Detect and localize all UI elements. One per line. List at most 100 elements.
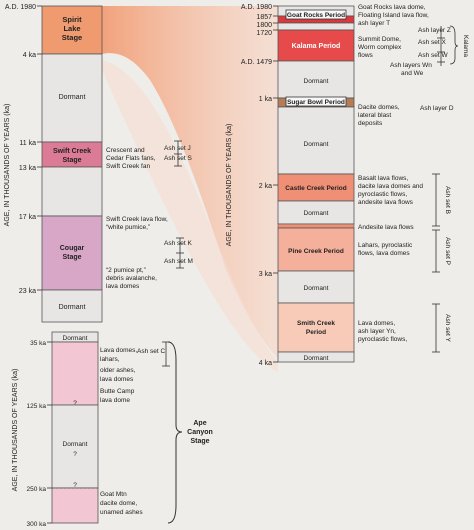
event-text: Lava domes, <box>358 320 395 327</box>
event-text: Lahars, pyroclastic <box>358 242 413 249</box>
question-mark: ? <box>73 482 77 489</box>
period-spirit-lake <box>41 5 103 55</box>
smith-creek-label: Smith Creek <box>297 320 335 327</box>
event-text: dacite lava domes and <box>358 183 423 190</box>
goat-rocks-label-box <box>285 9 347 20</box>
smith-creek-label: Period <box>306 329 326 336</box>
event-text: “white pumice,” <box>106 224 150 231</box>
left-upper-column: Spirit Lake Stage Dormant Swift Creek St… <box>4 4 193 323</box>
tick-label: 13 ka <box>19 165 36 172</box>
dormant-label: Dormant <box>59 94 86 101</box>
dormant-label: Dormant <box>59 304 86 311</box>
ash-marker <box>437 26 445 66</box>
tick-label: 17 ka <box>19 214 36 221</box>
spirit-lake-label-3: Stage <box>62 33 82 42</box>
tick-label: 1720 <box>256 30 272 37</box>
event-text: dacite dome, <box>100 500 137 507</box>
event-text: Worm complex <box>358 44 402 51</box>
axis-title: AGE, IN THOUSANDS OF YEARS (ka) <box>12 369 19 492</box>
event-text: Summit Dome, <box>358 36 401 43</box>
event-text: debris avalanche, <box>106 275 157 282</box>
tick-label: 125 ka <box>26 403 46 410</box>
ash-label: and We <box>401 70 424 77</box>
spirit-lake-label-1: Spirit <box>62 15 82 24</box>
event-text: Swift Creek lava flow, <box>106 216 168 223</box>
dormant-label: Dormant <box>63 441 88 448</box>
ash-label: Ash set W <box>418 52 448 59</box>
period-pink-lower <box>51 487 99 524</box>
tick-label: 4 ka <box>259 360 272 367</box>
ape-canyon-label: Canyon <box>187 429 213 436</box>
period-pine-creek <box>277 227 355 272</box>
ash-label: Ash layers Wn <box>390 62 432 69</box>
event-text: lahars, <box>100 356 120 363</box>
event-text: deposits <box>358 120 383 127</box>
dormant-label: Dormant <box>304 78 329 85</box>
ash-set-y: Ash set Y <box>444 314 451 342</box>
period-goat-gap <box>277 22 355 31</box>
event-text: Dacite domes, <box>358 104 400 111</box>
tick-label: 23 ka <box>19 288 36 295</box>
ape-canyon-label: Ape <box>193 420 206 427</box>
ash-marker <box>432 173 440 353</box>
goat-rocks-label: Goat Rocks Period <box>287 12 345 19</box>
ape-canyon-bracket <box>167 341 183 524</box>
dormant-label: Dormant <box>63 335 88 342</box>
tick-label: 11 ka <box>19 140 36 147</box>
ash-set-b: Ash set B <box>444 186 451 214</box>
tick-label: 3 ka <box>259 271 272 278</box>
event-text: Goat Mtn <box>100 491 127 498</box>
axis-title: AGE, IN THOUSANDS OF YEARS (ka) <box>226 124 233 247</box>
tick-label: 2 ka <box>259 183 272 190</box>
event-text: Basalt lava flows, <box>358 175 408 182</box>
tick-label: 1800 <box>256 22 272 29</box>
tick-label: A.D. 1980 <box>5 4 36 11</box>
period-andesite-band <box>277 223 355 229</box>
swift-creek-label-1: Swift Creek <box>53 148 91 155</box>
period-castle-creek <box>277 173 355 202</box>
swift-creek-label-2: Stage <box>62 157 81 164</box>
ash-label: Ash layer Z <box>418 27 451 34</box>
ash-label: Ash set X <box>418 39 446 46</box>
axis-title: AGE, IN THOUSANDS OF YEARS (ka) <box>4 104 11 227</box>
event-text: Andesite lava flows <box>358 224 414 231</box>
event-text: lava domes <box>100 376 134 383</box>
event-text: Cedar Flats fans, <box>106 155 156 162</box>
event-text: Lava domes, <box>100 347 137 354</box>
ash-set-p: Ash set P <box>444 237 451 265</box>
connector-fan <box>102 6 278 358</box>
event-text: Swift Creek fan <box>106 163 150 170</box>
event-text: flows, lava domes <box>358 250 410 257</box>
event-text: andesite lava flows <box>358 199 414 206</box>
question-mark: ? <box>73 451 77 458</box>
left-lower-column: Dormant Dormant ? ? ? 35 ka 125 ka 250 k… <box>12 331 213 528</box>
cougar-label-1: Cougar <box>60 245 85 252</box>
ash-label: Ash layer D <box>420 105 454 112</box>
event-text: ash layer Yn, <box>358 328 396 335</box>
ape-canyon-label: Stage <box>190 438 209 445</box>
event-text: Goat Rocks lava dome, <box>358 4 426 11</box>
event-text: unamed ashes <box>100 509 143 516</box>
period-cougar <box>41 215 103 291</box>
period-swift-creek <box>41 141 103 168</box>
ash-marker <box>176 237 184 269</box>
dormant-label: Dormant <box>304 210 329 217</box>
period-pink-upper <box>51 341 99 406</box>
event-text: “2 pumice pt,” <box>106 267 146 274</box>
event-text: older ashes, <box>100 367 136 374</box>
ash-set-label: Ash set M <box>164 258 193 265</box>
tick-label: 1 ka <box>259 96 272 103</box>
period-dormant-r4 <box>277 270 355 304</box>
kalama-bracket <box>449 25 459 65</box>
tick-label: 35 ka <box>30 340 46 347</box>
event-text: Floating Island lava flow, <box>358 12 429 19</box>
pine-creek-label: Pine Creek Period <box>288 248 344 255</box>
period-dormant-mid <box>51 404 99 489</box>
event-text: flows <box>358 52 374 59</box>
period-gap <box>41 166 103 217</box>
ash-marker <box>174 140 182 167</box>
dormant-label: Dormant <box>304 141 329 148</box>
kalama-label: Kalama Period <box>292 43 341 50</box>
tick-label: 1857 <box>256 14 272 21</box>
